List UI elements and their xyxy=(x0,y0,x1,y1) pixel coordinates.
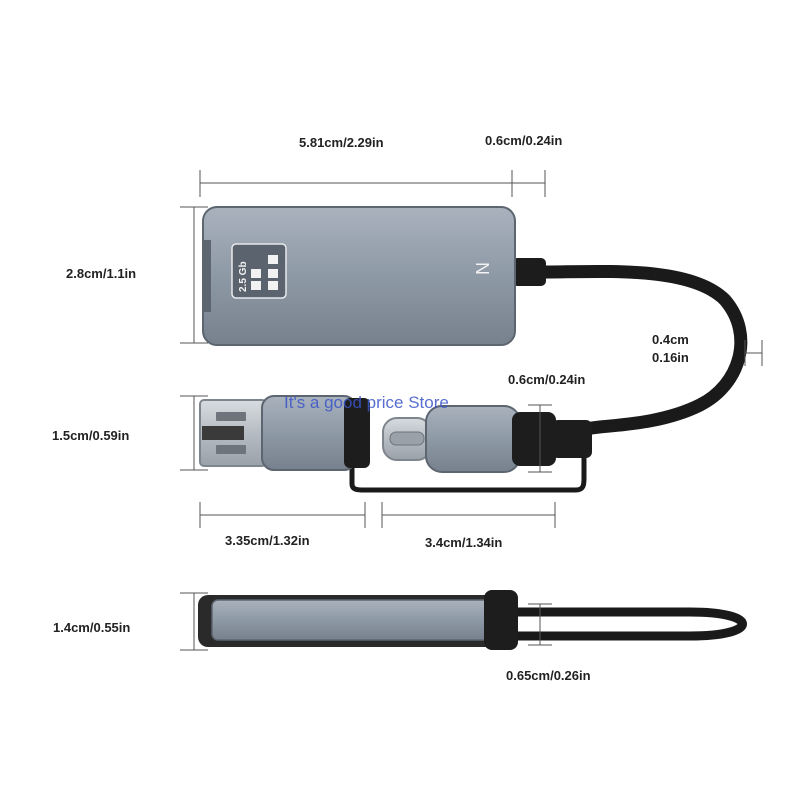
label-cable-neck-length: 0.6cm/0.24in xyxy=(485,133,563,148)
label-usba-length: 3.35cm/1.32in xyxy=(225,533,310,548)
label-plug-height: 1.5cm/0.59in xyxy=(52,428,130,443)
side-body xyxy=(211,599,505,641)
network-icon xyxy=(268,255,278,264)
label-cable-diameter-in: 0.16in xyxy=(652,350,689,365)
adapter-strain-relief xyxy=(512,258,546,286)
label-cable-diameter-cm: 0.4cm xyxy=(652,332,689,347)
label-usbc-length: 3.4cm/1.34in xyxy=(425,535,503,550)
usb-c-plug xyxy=(382,405,592,473)
device-mark: N xyxy=(472,262,492,275)
usb-plugs-view xyxy=(199,395,592,493)
plug-link-cable xyxy=(349,440,587,493)
adapter-side-view xyxy=(198,590,747,650)
adapter-cable xyxy=(533,264,748,435)
ethernet-badge: 2.5 Gb xyxy=(231,243,287,299)
dimension-lines xyxy=(180,170,763,651)
side-cable xyxy=(512,607,747,641)
rj45-port-edge xyxy=(203,240,211,312)
store-watermark: It's a good price Store xyxy=(284,393,449,412)
badge-speed-text: 2.5 Gb xyxy=(238,261,249,292)
adapter-top-view: 2.5 Gb N xyxy=(202,206,748,435)
label-side-cable-thickness: 0.65cm/0.26in xyxy=(506,668,591,683)
label-adapter-length: 5.81cm/2.29in xyxy=(299,135,384,150)
label-usbc-neck: 0.6cm/0.24in xyxy=(508,372,586,387)
label-side-height: 1.4cm/0.55in xyxy=(53,620,131,635)
label-adapter-width: 2.8cm/1.1in xyxy=(66,266,137,281)
usb-a-plug xyxy=(199,395,370,471)
